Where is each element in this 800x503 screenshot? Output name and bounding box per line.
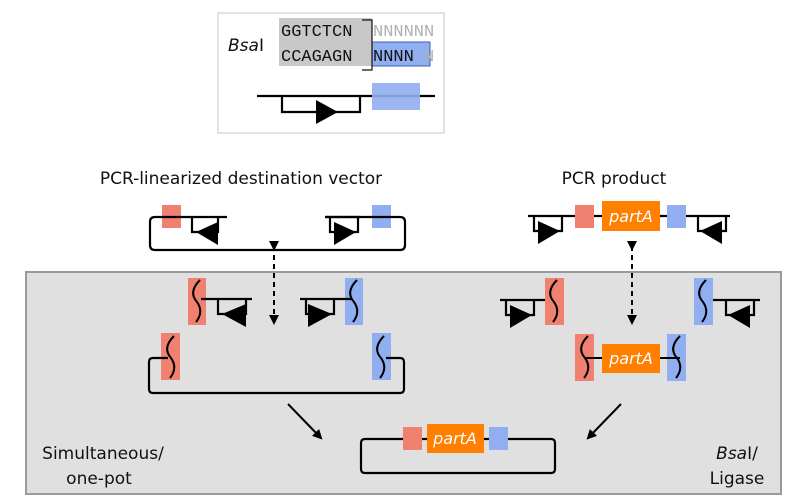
ligase-label: Ligase [710,469,765,489]
part-a-label: partA [608,349,653,368]
ligation-arrow-left [287,403,323,440]
pcr-product-label: PCR product [562,169,667,189]
top-strand-site: GGTCTCN [281,23,352,42]
bsai-site-inset: BsaI GGTCTCN NNNNNN CCAGAGN NNNN N [217,12,445,134]
assembled-plasmid: partA [359,424,557,475]
enzyme-label: BsaI/ [716,444,758,464]
bsai-site-icon [308,304,332,327]
bsai-site-icon [510,305,532,328]
part-a-box [602,201,660,231]
overhang-highlight [371,41,431,67]
bsai-site-right-icon [334,222,356,245]
bsai-site-left-icon [196,222,218,245]
overhang-box [372,83,420,110]
part-a-box [602,344,660,373]
bsai-site-icon [222,304,246,327]
digested-insert: partA [575,334,686,381]
bsai-site-icon [728,305,750,328]
bsai-site-right-icon [700,221,722,244]
vector-backbone [148,215,407,252]
bsai-site-left-icon [538,221,560,244]
bottom-strand-overhang: NNNN [373,48,414,67]
blue-overhang [667,205,686,228]
pcr-cut-fragments [500,278,760,328]
enzyme-name: BsaI [228,36,264,56]
red-overhang [403,427,422,450]
red-overhang [575,205,594,228]
top-strand-tail: NNNNNN [373,23,434,42]
destination-vector [148,205,407,252]
part-a-box [427,424,484,453]
one-pot-label: one-pot [66,469,132,489]
recognition-site-highlight [279,18,372,66]
bottom-strand-tail: N [424,48,434,67]
vector-cut-fragments [188,278,363,327]
ligation-arrow-right [586,403,622,440]
pcr-product: partA [528,201,730,244]
part-a-label: partA [608,207,653,226]
bsai-site-arrow-icon [316,100,338,124]
simultaneous-label: Simultaneous/ [42,444,164,464]
cut-site-bracket [362,19,373,71]
bottom-strand-site: CCAGAGN [281,48,352,67]
part-a-label: partA [432,429,477,448]
destination-vector-label: PCR-linearized destination vector [100,169,382,189]
blue-overhang [489,427,508,450]
opened-vector [147,333,406,395]
